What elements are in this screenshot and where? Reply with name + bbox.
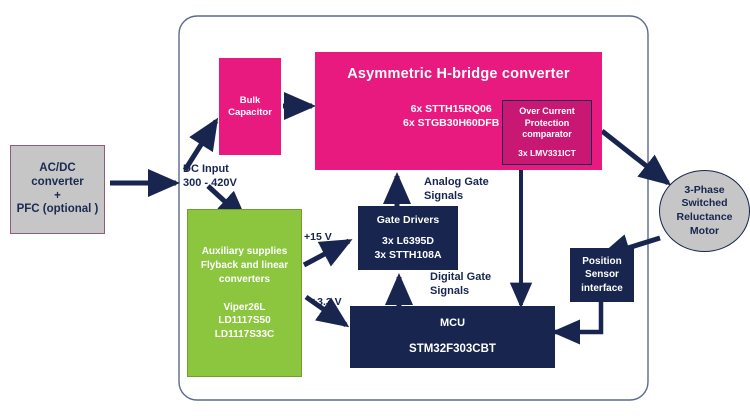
aux-line-3: converters	[218, 273, 271, 285]
motor-line-4: Motor	[689, 224, 720, 237]
acdc-line-1: AC/DC	[39, 162, 76, 175]
hbridge-part-1: 6x STTH15RQ06	[410, 103, 492, 115]
motor-line-1: 3-Phase	[684, 183, 725, 196]
arrow-dcinput-to-bulkcap	[182, 117, 219, 172]
position-sensor-line-1: Position	[582, 256, 622, 268]
voltage-3v3-label: +3.3 V	[311, 296, 342, 308]
mcu-part: STM32F303CBT	[409, 343, 496, 356]
mcu-block[interactable]: MCU STM32F303CBT	[350, 306, 555, 368]
motor-line-3: Reluctance	[676, 211, 733, 223]
over-current-protection-block[interactable]: Over Current Protection comparator 3x LM…	[502, 100, 592, 165]
aux-parts: Viper26L LD1117S50 LD1117S33C	[215, 301, 275, 342]
motor-block[interactable]: 3-Phase Switched Reluctance Motor	[659, 170, 750, 252]
bulk-capacitor-block[interactable]: Bulk Capacitor	[219, 58, 281, 155]
bulk-capacitor-line-2: Capacitor	[228, 106, 272, 118]
arrow-aux-to-mcu	[304, 294, 350, 328]
aux-part-1: Viper26L	[223, 301, 266, 313]
digital-gate-signals-label: Digital Gate Signals	[430, 271, 492, 297]
aux-part-2: LD1117S50	[218, 315, 271, 327]
mcu-title: MCU	[439, 317, 466, 330]
aux-line-1: Auxiliary supplies	[201, 245, 288, 257]
gate-drivers-block[interactable]: Gate Drivers 3x L6395D 3x STTH108A	[358, 206, 458, 270]
ocp-line-3: comparator	[522, 129, 572, 140]
ocp-line-2: Protection	[524, 117, 570, 128]
auxiliary-supplies-block[interactable]: Auxiliary supplies Flyback and linear co…	[187, 209, 302, 377]
hbridge-part-2: 6x STGB30H60DFB	[403, 117, 500, 130]
acdc-line-2: converter	[31, 175, 84, 188]
gate-drivers-part-2: 3x STTH108A	[374, 248, 442, 261]
gate-drivers-parts: 3x L6395D 3x STTH108A	[374, 235, 441, 262]
ocp-part: 3x LMV331ICT	[518, 148, 576, 158]
arrow-aux-to-gatedrivers	[302, 238, 353, 268]
aux-line-2: Flyback and linear	[200, 259, 289, 271]
ocp-line-1: Over Current	[519, 105, 575, 116]
motor-line-2: Switched	[681, 197, 728, 210]
hbridge-parts: 6x STTH15RQ06 6x STGB30H60DFB	[403, 102, 499, 130]
aux-part-3: LD1117S33C	[214, 328, 275, 340]
dc-input-label: DC Input 300 - 420V	[183, 163, 237, 189]
position-sensor-interface-block[interactable]: Position Sensor interface	[570, 248, 634, 302]
voltage-15v-label: +15 V	[304, 231, 332, 243]
position-sensor-line-2: Sensor	[585, 269, 619, 281]
bulk-capacitor-line-1: Bulk	[239, 95, 261, 107]
asymmetric-hbridge-block[interactable]: Asymmetric H-bridge converter 6x STTH15R…	[315, 52, 602, 170]
arrow-position-sensor-to-mcu	[551, 302, 604, 345]
motor-label: 3-Phase Switched Reluctance Motor	[676, 184, 732, 239]
gate-drivers-part-1: 3x L6395D	[382, 235, 434, 248]
analog-gate-signals-label: Analog Gate Signals	[424, 176, 489, 202]
hbridge-title: Asymmetric H-bridge converter	[347, 66, 570, 82]
position-sensor-line-3: interface	[581, 282, 623, 294]
gate-drivers-title: Gate Drivers	[376, 213, 440, 226]
acdc-line-3: +	[54, 189, 61, 202]
system-boundary-rect	[178, 15, 649, 401]
arrow-hbridge-to-motor	[600, 129, 672, 186]
acdc-converter-block[interactable]: AC/DC converter + PFC (optional )	[10, 145, 105, 234]
acdc-line-4: PFC (optional )	[16, 203, 99, 216]
